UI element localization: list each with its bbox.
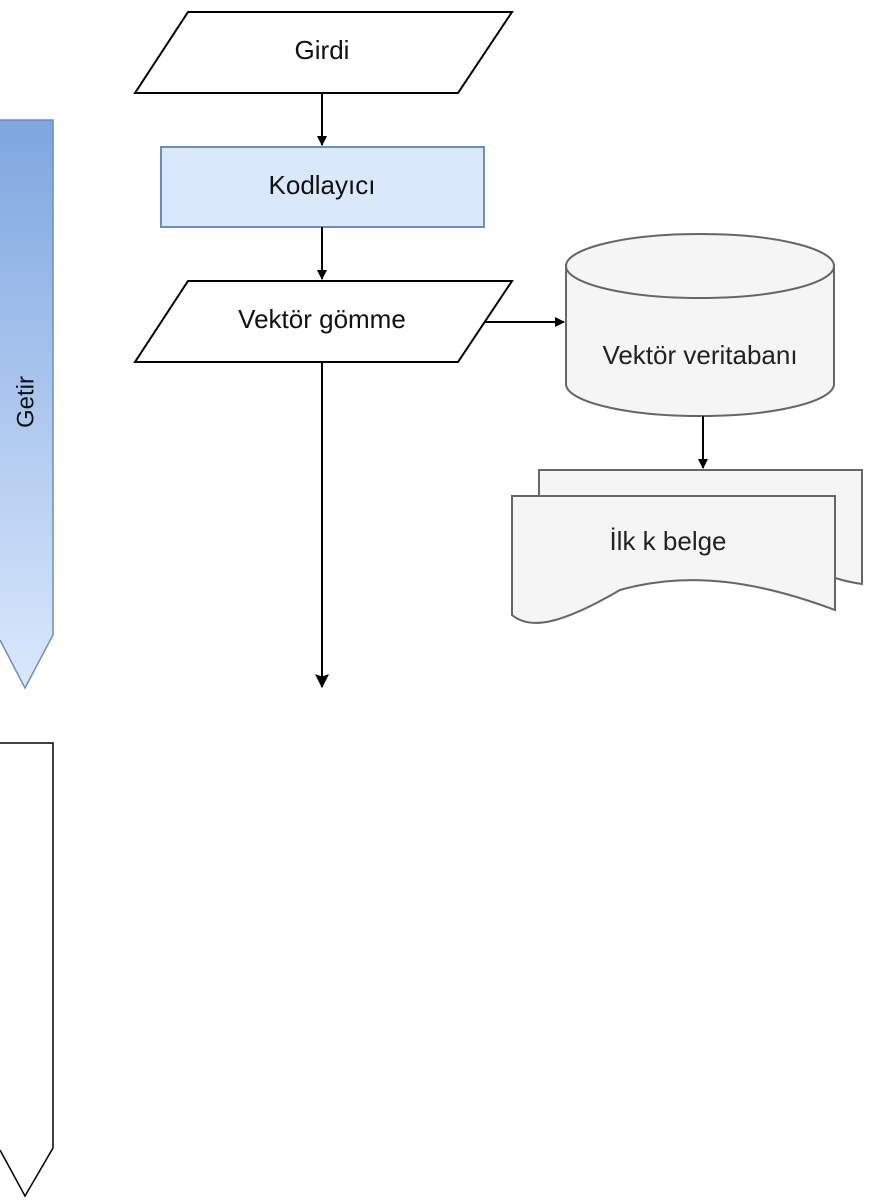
documents-front-sheet <box>511 495 836 624</box>
database-label: Vektör veritabanı <box>602 340 797 370</box>
documents-label: İlk k belge <box>609 526 726 556</box>
phase-retrieve-label: Getir <box>12 376 39 428</box>
vector-database-node: Vektör veritabanı <box>565 233 835 417</box>
database-body <box>565 266 835 417</box>
encoder-node: Kodlayıcı <box>160 146 485 228</box>
input-label: Girdi <box>295 35 350 65</box>
embedding-node: Vektör gömme <box>133 280 514 363</box>
phase-second <box>0 742 54 1198</box>
encoder-shape <box>160 146 485 228</box>
input-shape <box>133 11 514 94</box>
input-node: Girdi <box>133 11 514 94</box>
phase-retrieve-arrow <box>0 119 54 690</box>
embedding-shape <box>133 280 514 363</box>
phase-second-arrow <box>0 742 54 1198</box>
encoder-label: Kodlayıcı <box>269 170 376 200</box>
phase-retrieve: Getir <box>0 119 54 690</box>
database-top <box>565 233 835 299</box>
top-k-documents-node: İlk k belge <box>511 469 863 624</box>
embedding-label: Vektör gömme <box>238 304 406 334</box>
